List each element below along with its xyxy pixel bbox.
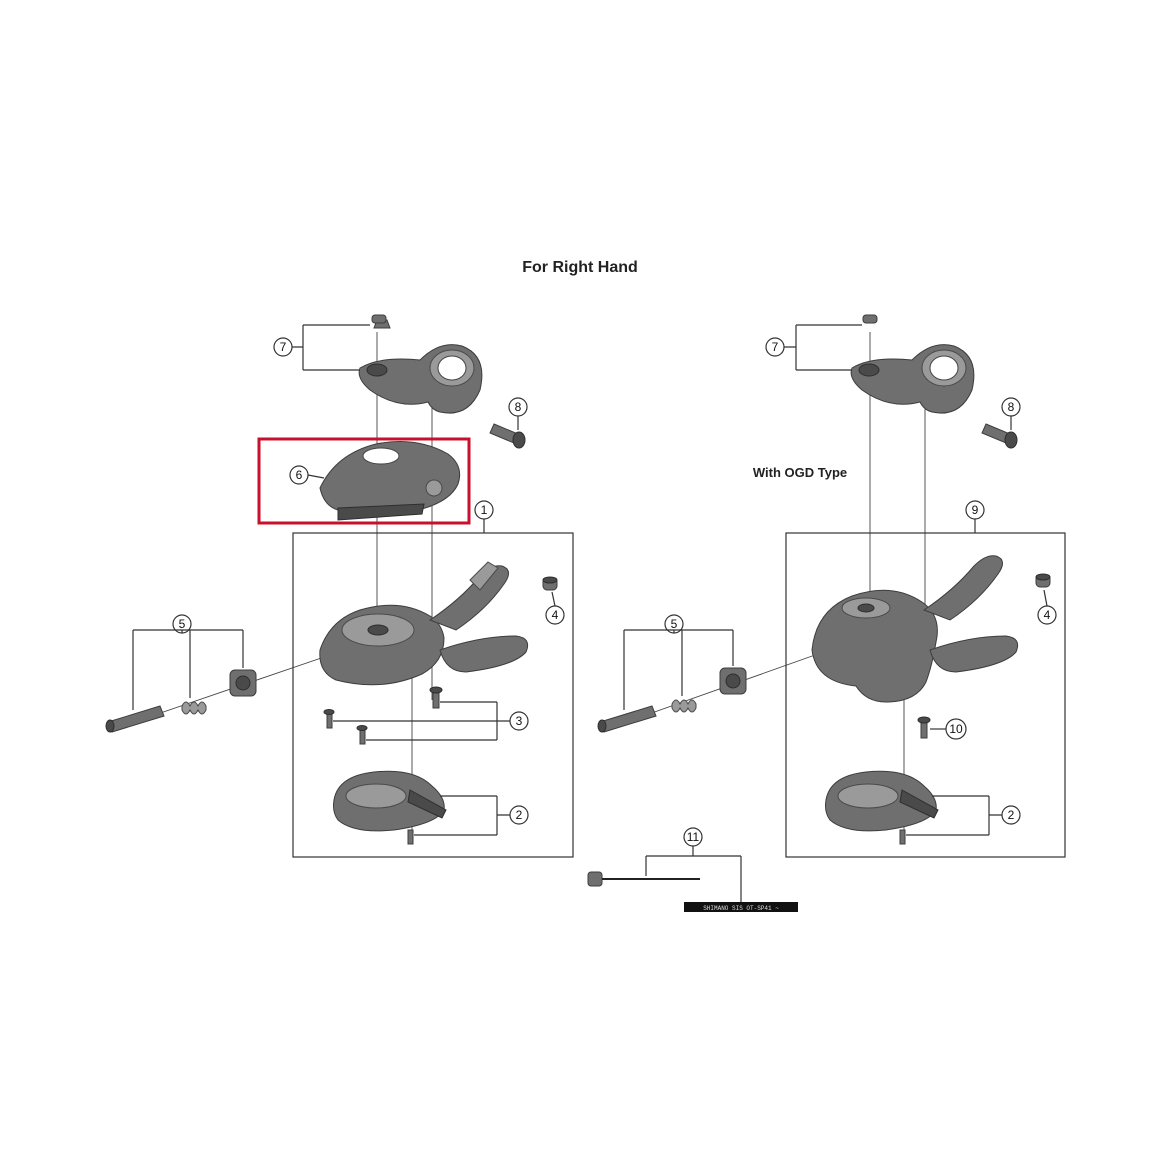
cable-print: SHIMANO SIS OT-SP41 ~ bbox=[703, 905, 779, 912]
callout-4: 4 bbox=[1037, 589, 1057, 625]
callout-2: 2 bbox=[906, 795, 1021, 836]
base-plate-part bbox=[825, 770, 939, 845]
assembly-box bbox=[292, 532, 574, 858]
assembly-box bbox=[785, 532, 1066, 858]
svg-text:4: 4 bbox=[1044, 608, 1051, 622]
cable-sleeve bbox=[684, 902, 798, 912]
cap-part bbox=[1035, 573, 1051, 588]
shifter-body-ogd-part bbox=[811, 555, 1019, 703]
svg-text:11: 11 bbox=[687, 830, 700, 844]
highlight-box bbox=[257, 437, 471, 525]
callout-8: 8 bbox=[1001, 397, 1021, 430]
svg-text:5: 5 bbox=[179, 617, 186, 631]
clamp-bolt-part bbox=[981, 423, 1018, 449]
svg-text:2: 2 bbox=[1008, 808, 1015, 822]
svg-text:3: 3 bbox=[516, 714, 523, 728]
callout-2: 2 bbox=[414, 795, 529, 836]
svg-text:8: 8 bbox=[1008, 400, 1015, 414]
cap-part bbox=[542, 576, 558, 591]
adjuster-part bbox=[597, 667, 747, 733]
screw-part bbox=[323, 686, 443, 745]
svg-text:5: 5 bbox=[671, 617, 678, 631]
screw-part bbox=[917, 716, 931, 739]
left-assembly: 7 8 6 1 4 5 bbox=[105, 314, 574, 858]
cable-part: SHIMANO SIS OT-SP41 ~ bbox=[587, 871, 798, 912]
shifter-body-part bbox=[319, 561, 529, 686]
adjuster-part bbox=[105, 669, 257, 733]
clamp-band-part bbox=[850, 314, 975, 414]
callout-6: 6 bbox=[289, 465, 325, 485]
callout-3: 3 bbox=[333, 701, 529, 741]
callout-1: 1 bbox=[474, 500, 494, 533]
svg-text:10: 10 bbox=[949, 722, 963, 736]
right-assembly: With OGD Type bbox=[597, 314, 1066, 858]
clamp-bolt-part bbox=[489, 423, 526, 449]
svg-text:7: 7 bbox=[772, 340, 779, 354]
callout-5: 5 bbox=[132, 614, 244, 710]
callout-9: 9 bbox=[965, 500, 985, 533]
clamp-band-part bbox=[358, 314, 483, 414]
svg-text:8: 8 bbox=[515, 400, 522, 414]
svg-text:7: 7 bbox=[280, 340, 287, 354]
svg-text:6: 6 bbox=[296, 468, 303, 482]
svg-text:9: 9 bbox=[972, 503, 979, 517]
callout-8: 8 bbox=[508, 397, 528, 430]
callout-5: 5 bbox=[623, 614, 734, 710]
cover-part bbox=[319, 441, 461, 521]
base-plate-part bbox=[333, 770, 447, 845]
diagram-title: For Right Hand bbox=[522, 259, 638, 276]
callout-7: 7 bbox=[765, 324, 862, 371]
svg-text:1: 1 bbox=[481, 503, 488, 517]
callout-4: 4 bbox=[545, 591, 565, 625]
callout-11: 11 bbox=[645, 827, 742, 902]
ogd-type-label: With OGD Type bbox=[753, 465, 847, 480]
callout-7: 7 bbox=[273, 324, 370, 371]
svg-text:4: 4 bbox=[552, 608, 559, 622]
callout-10: 10 bbox=[930, 718, 967, 740]
svg-text:2: 2 bbox=[516, 808, 523, 822]
